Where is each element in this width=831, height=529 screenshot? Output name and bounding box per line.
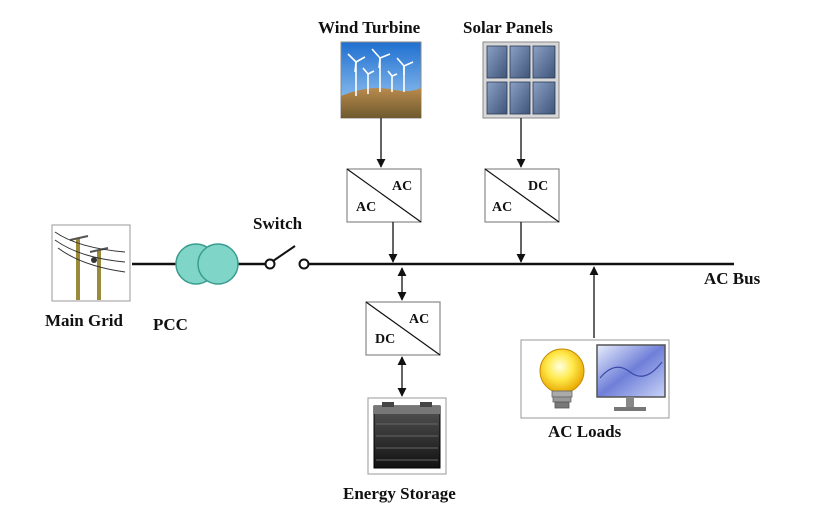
storage-converter-box bbox=[365, 301, 441, 356]
solar-converter-top-label: DC bbox=[528, 179, 549, 194]
wind-converter-box bbox=[346, 168, 422, 223]
solar-converter-box bbox=[484, 168, 560, 223]
ac-loads-image bbox=[520, 339, 670, 419]
solar-converter-bottom-label: AC bbox=[492, 200, 513, 215]
monitor-icon bbox=[596, 344, 666, 411]
storage-converter-top-label: AC bbox=[409, 312, 430, 327]
pcc-transformer bbox=[175, 243, 239, 285]
switch-symbol bbox=[264, 245, 310, 270]
switch-label: Switch bbox=[253, 214, 303, 233]
wind-turbine-label: Wind Turbine bbox=[318, 18, 421, 37]
solar-panels-image bbox=[482, 41, 560, 119]
storage-converter-bottom-label: DC bbox=[375, 332, 396, 347]
wind-converter-top-label: AC bbox=[392, 179, 413, 194]
main-grid-label: Main Grid bbox=[45, 311, 123, 330]
main-grid-image bbox=[51, 224, 131, 302]
pcc-label: PCC bbox=[153, 315, 188, 334]
ac-loads-label: AC Loads bbox=[548, 422, 622, 441]
solar-panels-label: Solar Panels bbox=[463, 18, 553, 37]
ac-bus-label: AC Bus bbox=[704, 269, 761, 288]
light-bulb-icon bbox=[539, 348, 585, 409]
wind-turbine-image bbox=[340, 41, 422, 119]
energy-storage-image bbox=[367, 397, 447, 475]
energy-storage-label: Energy Storage bbox=[343, 484, 456, 503]
wind-converter-bottom-label: AC bbox=[356, 200, 377, 215]
